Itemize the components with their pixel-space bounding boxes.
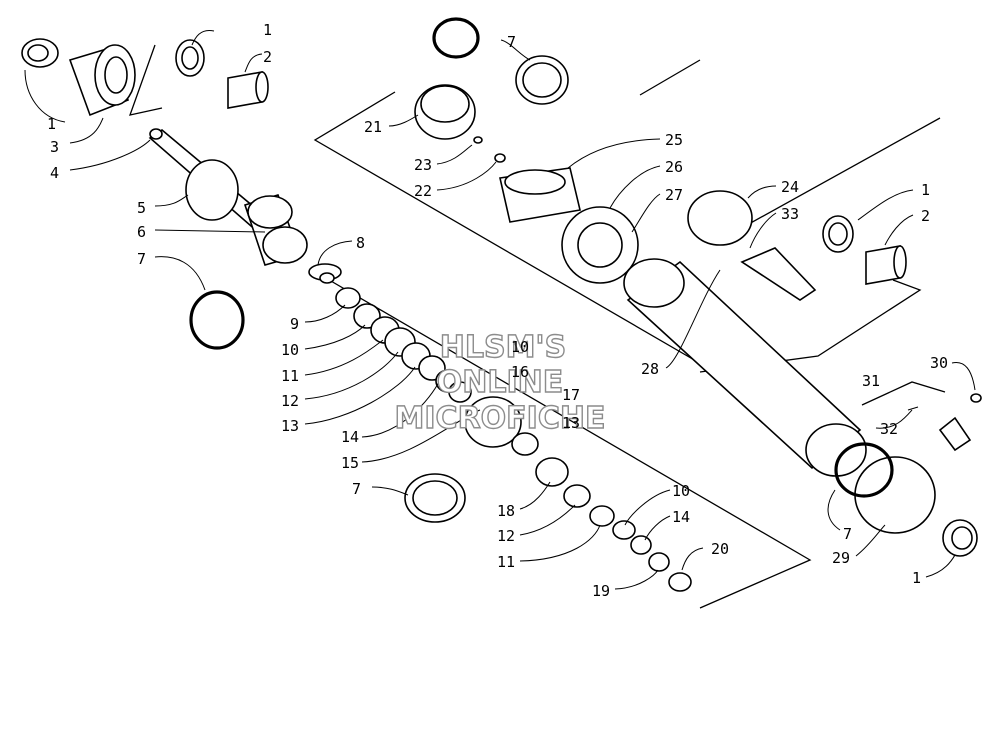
- callout-label: 4: [50, 164, 59, 182]
- callout-label: 2: [921, 207, 930, 225]
- callout-label: 22: [414, 182, 432, 200]
- callout-label: 11: [497, 553, 515, 571]
- valve-fitting-30-32: [907, 393, 982, 452]
- callout-label: 26: [665, 158, 683, 176]
- seal-7-mid: [404, 473, 466, 523]
- seal-ring-1-right: [822, 215, 854, 253]
- callout-label: 10: [672, 482, 690, 500]
- watermark-line-2: ONLINE: [437, 365, 564, 400]
- valve-parts-22-23: [473, 136, 506, 163]
- o-ring-7-left: [189, 290, 245, 350]
- seal-ring-1-lower-right: [942, 519, 978, 557]
- label-plate-33: [740, 247, 817, 301]
- callout-label: 15: [341, 454, 359, 472]
- shaft-eye-6: [243, 194, 308, 266]
- callout-label: 24: [781, 178, 799, 196]
- eyelet-housing-3: [68, 44, 136, 117]
- leader-lines: [24, 29, 976, 590]
- callout-label: 14: [341, 428, 359, 446]
- callout-label: 19: [592, 582, 610, 600]
- callout-label: 29: [832, 549, 850, 567]
- callout-label: 6: [137, 223, 146, 241]
- diaphragm-24: [687, 190, 753, 246]
- callout-label: 1: [263, 21, 272, 39]
- callout-labels: 1 2 1 3 4 5 6 7 8 9 10 11 12 13 14 15 7 …: [47, 21, 948, 600]
- callout-label: 1: [47, 115, 56, 133]
- callout-label: 13: [562, 414, 580, 432]
- callout-label: 14: [672, 508, 690, 526]
- callout-label: 8: [356, 234, 365, 252]
- callout-label: 27: [665, 186, 683, 204]
- o-ring-7-top: [432, 17, 480, 59]
- callout-label: 13: [281, 417, 299, 435]
- callout-label: 1: [921, 181, 930, 199]
- callout-label: 31: [862, 372, 880, 390]
- callout-label: 17: [562, 386, 580, 404]
- callout-label: 3: [50, 138, 59, 156]
- callout-label: 33: [781, 205, 799, 223]
- callout-label: 11: [281, 367, 299, 385]
- seal-7-top: [515, 55, 569, 105]
- bumper-5: [185, 159, 239, 221]
- callout-label: 7: [507, 33, 516, 51]
- bushing-2-upper: [227, 71, 269, 109]
- watermark-line-1: HLSM'S: [440, 330, 566, 365]
- callout-label: 7: [137, 250, 146, 268]
- bushing-2-right: [865, 245, 907, 285]
- callout-label: 12: [497, 527, 515, 545]
- watermark: HLSM'S ONLINE MICROFICHE: [394, 329, 606, 436]
- seal-ring-1-upper-left: [21, 38, 59, 68]
- callout-label: 10: [281, 341, 299, 359]
- callout-label: 32: [880, 420, 898, 438]
- callout-label: 1: [912, 569, 921, 587]
- seal-ring-1-upper: [175, 39, 205, 77]
- callout-label: 10: [511, 338, 529, 356]
- callout-label: 18: [497, 502, 515, 520]
- callout-label: 28: [641, 360, 659, 378]
- callout-label: 9: [290, 315, 299, 333]
- callout-label: 25: [665, 131, 683, 149]
- callout-label: 30: [930, 354, 948, 372]
- reservoir-cap-21: [414, 84, 476, 140]
- shock-body-28: [623, 258, 867, 477]
- callout-label: 7: [843, 525, 852, 543]
- callout-label: 5: [137, 199, 146, 217]
- spring-collar-25: [499, 167, 581, 223]
- callout-label: 21: [364, 118, 382, 136]
- callout-label: 12: [281, 392, 299, 410]
- group-outline-lines: [128, 44, 946, 609]
- callout-label: 2: [263, 48, 272, 66]
- callout-label: 7: [352, 480, 361, 498]
- watermark-line-3: MICROFICHE: [395, 401, 606, 436]
- adjuster-nut-26-27: [561, 206, 639, 284]
- callout-label: 16: [511, 363, 529, 381]
- piston-stack: [308, 263, 692, 592]
- o-ring-7-right: [834, 442, 894, 498]
- callout-label: 23: [414, 156, 432, 174]
- callout-label: 20: [711, 540, 729, 558]
